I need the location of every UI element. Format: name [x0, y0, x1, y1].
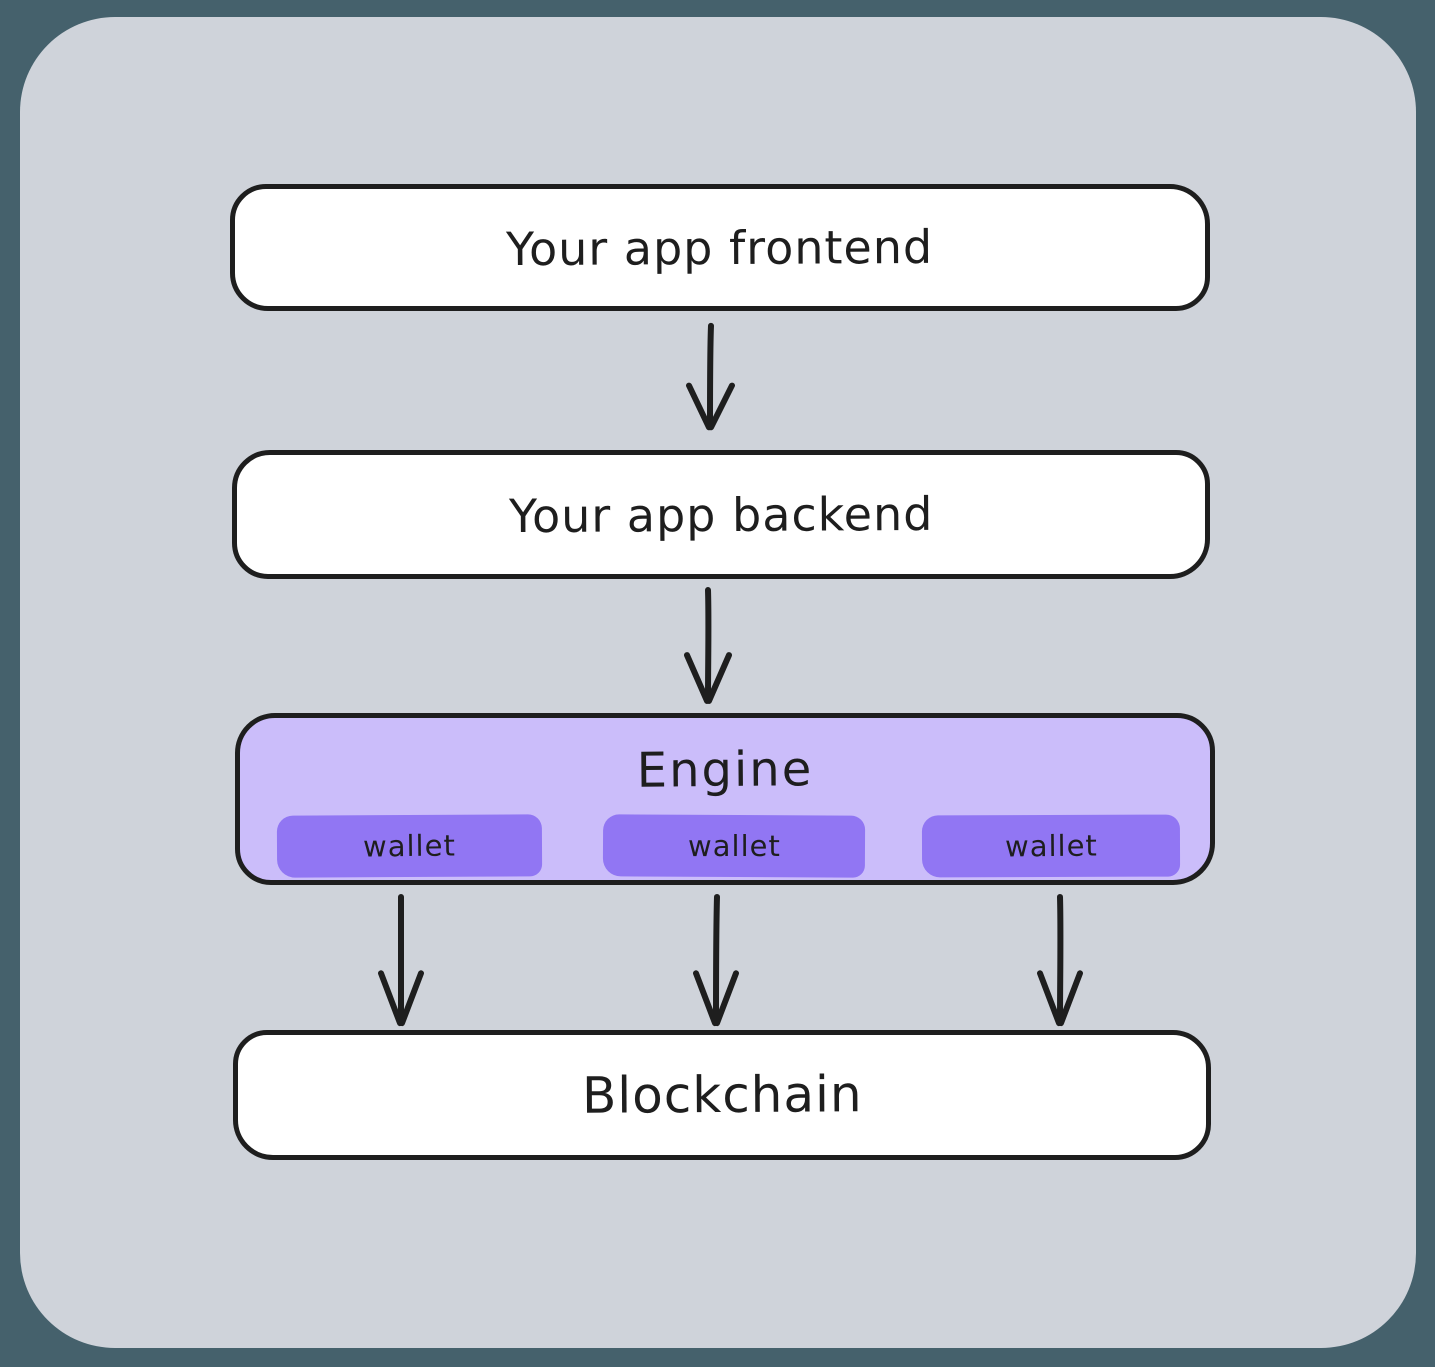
engine-wallet-3-label: wallet: [1004, 828, 1098, 864]
node-engine: Engine wallet wallet wallet: [235, 713, 1215, 885]
node-backend: Your app backend: [232, 450, 1210, 579]
engine-wallet-2-label: wallet: [687, 828, 781, 864]
node-blockchain: Blockchain: [233, 1030, 1211, 1160]
node-frontend-label: Your app frontend: [506, 219, 934, 276]
arrow-wallet1-to-blockchain-icon: [366, 893, 436, 1030]
arrow-wallet3-to-blockchain-icon: [1025, 893, 1095, 1030]
node-blockchain-label: Blockchain: [581, 1065, 863, 1125]
arrow-wallet2-to-blockchain-icon: [681, 893, 751, 1030]
engine-wallet-1-label: wallet: [362, 828, 457, 864]
engine-wallet-2: wallet: [602, 814, 866, 878]
node-frontend: Your app frontend: [230, 184, 1210, 311]
engine-wallet-1: wallet: [276, 814, 543, 878]
engine-wallet-3: wallet: [921, 814, 1181, 878]
diagram-canvas: Your app frontend Your app backend Engin…: [20, 17, 1416, 1348]
arrow-frontend-to-backend-icon: [675, 322, 745, 434]
node-backend-label: Your app backend: [508, 486, 934, 543]
node-engine-label: Engine: [636, 741, 814, 799]
arrow-backend-to-engine-icon: [673, 586, 743, 708]
